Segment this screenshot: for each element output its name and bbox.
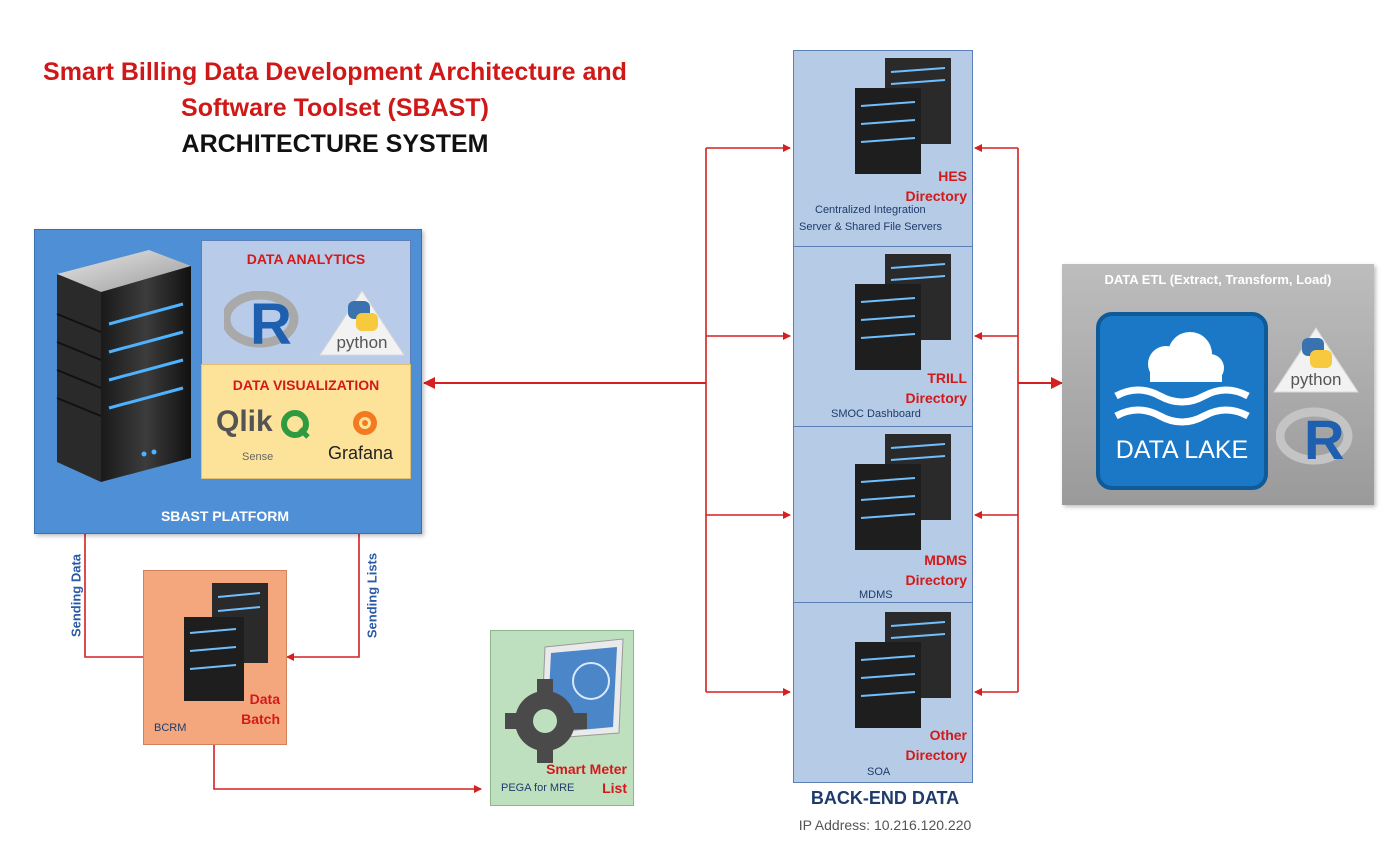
rack-server-icon <box>855 612 951 728</box>
arrow-sending-lists <box>286 515 360 661</box>
data-visualization-title: DATA VISUALIZATION <box>232 377 380 393</box>
title-line-1: Smart Billing Data Development Architect… <box>43 58 627 86</box>
pega-label-1: Smart Meter <box>546 761 627 777</box>
sbast-platform-panel: DATA ANALYTICS R python DATA VISUALIZATI… <box>34 229 422 534</box>
title-line-3: ARCHITECTURE SYSTEM <box>181 130 489 158</box>
backend-title: BACK-END DATA <box>810 788 960 808</box>
rack-server-icon <box>855 434 951 550</box>
bcrm-box: Data Batch BCRM <box>143 570 287 745</box>
trill-caption: SMOC Dashboard <box>831 408 921 420</box>
pega-box: Smart Meter List PEGA for MRE <box>490 630 634 806</box>
data-etl-title: DATA ETL (Extract, Transform, Load) <box>1104 272 1332 287</box>
qlik-logo-icon: Qlik Sense <box>216 405 316 471</box>
trill-directory-label: Directory <box>905 390 967 406</box>
backend-ip: IP Address: 10.216.120.220 <box>798 817 972 833</box>
hes-caption-1: Centralized Integration <box>815 204 926 216</box>
data-etl-panel: DATA ETL (Extract, Transform, Load) DATA… <box>1062 264 1374 505</box>
server-tower-icon <box>56 250 191 482</box>
hes-directory-name: HES <box>938 168 967 184</box>
data-analytics-title: DATA ANALYTICS <box>246 251 366 267</box>
sbast-platform-label: SBAST PLATFORM <box>160 508 290 524</box>
data-lake-tile: DATA LAKE <box>1096 312 1268 490</box>
backend-server-column: HES Directory Centralized Integration Se… <box>793 50 973 783</box>
title-line-2: Software Toolset (SBAST) <box>181 94 489 122</box>
arrow-sending-data <box>84 512 143 658</box>
arrow-bcrm-to-pega <box>213 744 482 793</box>
cloud-waves-icon <box>1114 332 1250 426</box>
trill-directory-name: TRILL <box>927 370 967 386</box>
mdms-caption: MDMS <box>859 589 893 601</box>
sending-data-label: Sending Data <box>68 553 84 638</box>
sending-lists-label: Sending Lists <box>364 552 380 639</box>
bcrm-name: BCRM <box>154 722 187 734</box>
pega-name: PEGA for MRE <box>501 782 575 794</box>
bcrm-label-1: Data <box>249 691 280 707</box>
rack-server-icon <box>855 58 951 174</box>
hes-directory-label: Directory <box>905 188 967 204</box>
data-analytics-box: DATA ANALYTICS R python <box>201 240 411 366</box>
mdms-directory-name: MDMS <box>924 552 967 568</box>
bcrm-label-2: Batch <box>241 711 280 727</box>
mdms-directory-label: Directory <box>905 572 967 588</box>
r-logo-icon: R <box>1275 406 1356 472</box>
rack-server-icon <box>855 254 951 370</box>
r-logo-icon: R <box>221 290 302 355</box>
grafana-logo-icon: Grafana <box>326 405 406 471</box>
other-caption: SOA <box>867 766 891 778</box>
pega-label-2: List <box>602 780 627 796</box>
data-visualization-box: DATA VISUALIZATION Qlik Sense Grafana <box>201 364 411 479</box>
hes-caption-2: Server & Shared File Servers <box>799 221 943 233</box>
other-directory-name: Other <box>929 727 967 743</box>
python-logo-icon: python <box>318 289 406 357</box>
data-lake-label: DATA LAKE <box>1115 436 1249 464</box>
rack-server-icon <box>184 583 268 701</box>
python-logo-icon: python <box>1272 326 1360 394</box>
other-directory-label: Directory <box>905 747 967 763</box>
blueprint-gear-icon <box>505 638 624 763</box>
